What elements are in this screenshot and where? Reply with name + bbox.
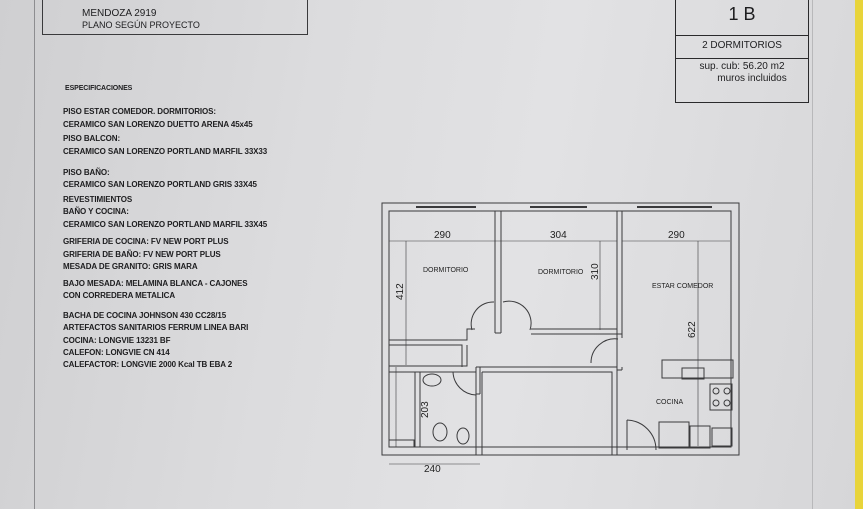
- counter-icon: [689, 425, 711, 449]
- spec-line: REVESTIMIENTOS: [63, 195, 133, 204]
- heater-icon: [711, 427, 733, 447]
- room-label-bedroom-1: DORMITORIO: [423, 267, 469, 274]
- dimension-290-a: 290: [434, 230, 451, 241]
- title-box: [42, 0, 308, 35]
- wall: [616, 211, 623, 338]
- spec-line: CERAMICO SAN LORENZO PORTLAND MARFIL 33X…: [63, 220, 268, 229]
- kitchen-counter: [661, 359, 734, 379]
- bidet-icon: [456, 427, 470, 445]
- wall: [616, 338, 623, 371]
- door-swing: [502, 300, 532, 331]
- spec-line: BAJO MESADA: MELAMINA BLANCA - CAJONES: [63, 279, 248, 288]
- room-label-living: ESTAR COMEDOR: [652, 283, 713, 290]
- spec-line: CERAMICO SAN LORENZO PORTLAND GRIS 33X45: [63, 180, 257, 189]
- paper-edge-right: [812, 0, 813, 509]
- fridge-icon: [658, 421, 690, 449]
- unit-area: sup. cub: 56.20 m2 muros incluidos: [676, 61, 808, 85]
- washbasin-icon: [422, 373, 442, 387]
- dimension-304: 304: [550, 230, 567, 241]
- wall: [494, 211, 502, 334]
- spec-line: CALEFACTOR: LONGVIE 2000 Kcal TB EBA 2: [63, 360, 233, 369]
- spec-line: GRIFERIA DE BAÑO: FV NEW PORT PLUS: [63, 250, 221, 259]
- unit-area-note: muros incluidos: [717, 73, 787, 84]
- unit-code: 1 B: [676, 4, 808, 36]
- spec-line: ARTEFACTOS SANITARIOS FERRUM LINEA BARI: [63, 323, 249, 332]
- outer-wall: [381, 202, 740, 456]
- plan-subtitle: PLANO SEGÚN PROYECTO: [82, 20, 200, 30]
- unit-box: 1 B 2 DORMITORIOS sup. cub: 56.20 m2 mur…: [675, 0, 809, 103]
- door-swing: [626, 419, 657, 451]
- spec-line: CALEFON: LONGVIE CN 414: [63, 348, 170, 357]
- spec-line: PISO BALCON:: [63, 134, 121, 143]
- spec-line: CERAMICO SAN LORENZO DUETTO ARENA 45x45: [63, 120, 253, 129]
- spec-line: CON CORREDERA METALICA: [63, 291, 176, 300]
- unit-bedrooms: 2 DORMITORIOS: [676, 36, 808, 59]
- spec-line: COCINA: LONGVIE 13231 BF: [63, 336, 171, 345]
- stove-icon: [709, 383, 733, 411]
- spec-line: CERAMICO SAN LORENZO PORTLAND MARFIL 33X…: [63, 147, 268, 156]
- sink-icon: [681, 367, 705, 380]
- wall: [389, 328, 475, 367]
- wall: [475, 367, 483, 455]
- wall: [389, 345, 468, 367]
- wall: [476, 366, 618, 455]
- dimension-622: 622: [687, 321, 698, 338]
- wall: [389, 371, 476, 447]
- room-label-bedroom-2: DORMITORIO: [538, 269, 584, 276]
- spec-line: PISO ESTAR COMEDOR. DORMITORIOS:: [63, 107, 216, 116]
- background-yellow: [855, 0, 863, 509]
- door-swing: [590, 338, 619, 364]
- spec-line: MESADA DE GRANITO: GRIS MARA: [63, 262, 198, 271]
- address: MENDOZA 2919: [82, 8, 157, 19]
- toilet-icon: [432, 422, 448, 442]
- door-swing: [452, 371, 477, 396]
- wall: [389, 439, 415, 447]
- door-swing: [470, 301, 495, 331]
- spec-line: PISO BAÑO:: [63, 168, 110, 177]
- wall: [476, 366, 481, 395]
- wall: [531, 328, 622, 335]
- dimension-412: 412: [395, 283, 406, 300]
- room-label-kitchen: COCINA: [656, 399, 684, 406]
- unit-area-value: sup. cub: 56.20 m2: [699, 61, 785, 72]
- spec-line: ESPECIFICACIONES: [65, 85, 133, 92]
- spec-line: GRIFERIA DE COCINA: FV NEW PORT PLUS: [63, 237, 229, 246]
- dimension-310: 310: [590, 263, 601, 280]
- dimension-203: 203: [420, 401, 431, 418]
- dimension-240: 240: [424, 464, 441, 475]
- dimension-line: [389, 240, 730, 465]
- spec-line: BACHA DE COCINA JOHNSON 430 CC28/15: [63, 311, 227, 320]
- dimension-290-b: 290: [668, 230, 685, 241]
- spec-line: BAÑO Y COCINA:: [63, 207, 129, 216]
- paper-edge: [34, 0, 35, 509]
